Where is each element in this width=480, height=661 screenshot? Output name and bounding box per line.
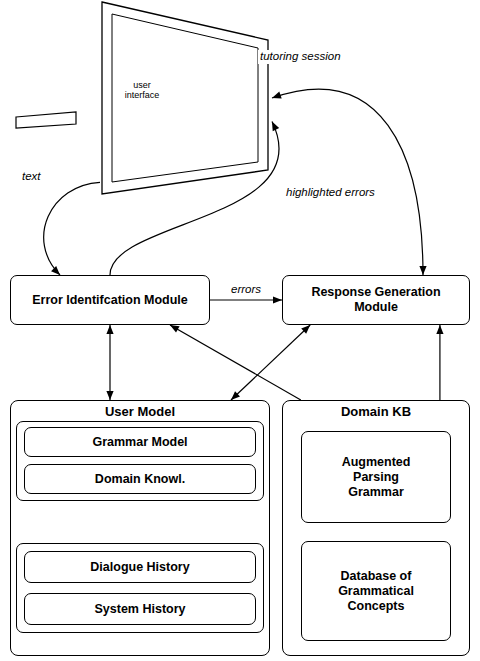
arrow-head [106, 391, 113, 400]
box-label: user interface [116, 80, 168, 101]
connector-line [210, 299, 282, 300]
connector [210, 296, 282, 303]
box-label: Error Identifcation Module [32, 293, 188, 308]
monitor-body [102, 2, 268, 194]
knowledge-panel: Domain KB Augmented Parsing GrammarDataba… [282, 400, 470, 656]
box-label: Grammar Model [92, 435, 187, 450]
connector [272, 89, 427, 275]
panel-title: User Model [11, 401, 269, 420]
connector-line [439, 325, 440, 400]
connector-line [109, 325, 110, 400]
connector-line [231, 325, 310, 400]
connector [44, 182, 100, 275]
connector-line [272, 89, 423, 275]
component-box: Grammar Model [24, 427, 256, 457]
model-panel: User ModelGrammar ModelDomain Knowl. Dial… [10, 400, 270, 656]
arrow-head [273, 296, 282, 303]
arrow-head [301, 325, 310, 334]
connector [436, 325, 443, 400]
arrow-head [419, 266, 426, 275]
arrow-head [272, 122, 279, 132]
monitor-bezel [112, 14, 258, 182]
panel-title: Domain KB [283, 401, 469, 420]
arrow-head [170, 325, 180, 333]
keyboard-shape [16, 112, 76, 128]
box-label: Domain Knowl. [95, 472, 185, 487]
box-label: Database of Grammatical Concepts [326, 569, 426, 614]
component-box: Dialogue History [24, 551, 256, 583]
monitor-screen: user interface [100, 0, 272, 196]
component-box: Augmented Parsing Grammar [301, 431, 451, 523]
arrow-head [231, 391, 240, 400]
connector [231, 325, 310, 400]
connector-line [44, 182, 100, 275]
connector [170, 325, 301, 400]
edge-label: tutoring session [258, 50, 343, 64]
arrow-head [51, 266, 60, 275]
arrow-head [272, 92, 282, 99]
component-box: Domain Knowl. [24, 464, 256, 494]
edge-label: errors [229, 283, 263, 297]
component-box: System History [24, 593, 256, 625]
connector [106, 325, 113, 400]
box-label: Augmented Parsing Grammar [326, 455, 426, 500]
arrow-head [436, 325, 443, 334]
connector-line [170, 325, 301, 400]
box-label: Response Generation Module [289, 285, 463, 315]
module-box: Response Generation Module [282, 275, 470, 325]
arrow-head [106, 325, 113, 334]
edge-label: highlighted errors [284, 186, 377, 200]
box-label: System History [94, 602, 185, 617]
module-box: Error Identifcation Module [10, 275, 210, 325]
box-label: Dialogue History [90, 560, 189, 575]
component-box: Database of Grammatical Concepts [301, 541, 451, 641]
edge-label: text [20, 170, 43, 184]
